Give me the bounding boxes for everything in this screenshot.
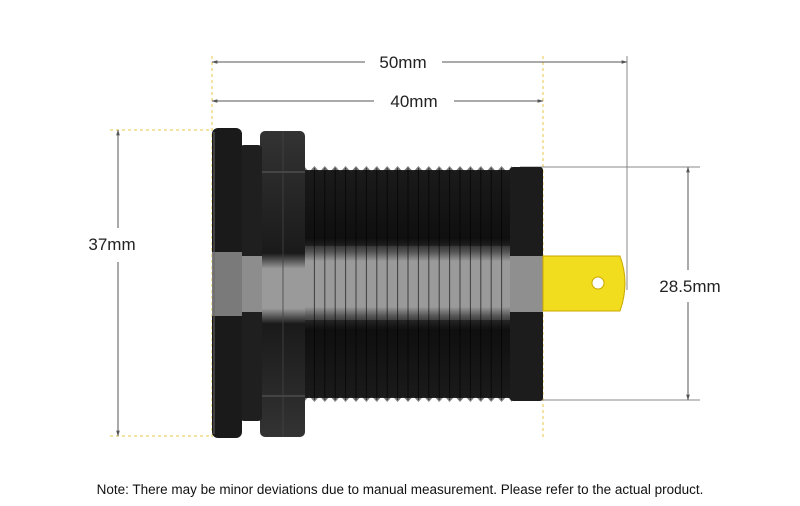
thread-ridge-bottom bbox=[480, 320, 492, 402]
thread-ridge-bottom bbox=[428, 320, 440, 402]
disclaimer-note: Note: There may be minor deviations due … bbox=[96, 482, 704, 497]
thread-ridge-bottom bbox=[314, 320, 325, 402]
thread-ridge-bottom bbox=[387, 320, 398, 402]
thread-ridge-bottom bbox=[376, 320, 388, 402]
thread-ridge-top bbox=[376, 166, 388, 246]
dimension-28-5mm: 28.5mm bbox=[659, 166, 721, 401]
terminal-hole bbox=[591, 276, 605, 290]
thread-ridge-bottom bbox=[335, 320, 346, 402]
thread-ridge-top bbox=[397, 166, 408, 246]
thread-ridge-bottom bbox=[356, 320, 367, 402]
barrel-end-highlight bbox=[510, 256, 543, 312]
thread-ridge-top bbox=[387, 166, 398, 246]
dimension-label-40mm: 40mm bbox=[390, 92, 437, 111]
thread-ridge-bottom bbox=[408, 320, 419, 402]
thread-ridge-top bbox=[460, 166, 471, 246]
flange bbox=[212, 128, 242, 438]
dimension-40mm: 40mm bbox=[211, 92, 544, 111]
thread-ridge-top bbox=[449, 166, 460, 246]
thread-ridge-bottom bbox=[460, 320, 471, 402]
thread-ridge-top bbox=[428, 166, 440, 246]
thread-ridge-top bbox=[356, 166, 367, 246]
thread-ridge-bottom bbox=[304, 320, 315, 402]
dimension-37mm: 37mm bbox=[88, 129, 136, 437]
thread-ridge-bottom bbox=[491, 320, 502, 402]
thread-ridge-top bbox=[304, 166, 315, 246]
thread-ridge-bottom bbox=[449, 320, 460, 402]
thread-ridge-bottom bbox=[324, 320, 336, 402]
thread-ridge-top bbox=[480, 166, 492, 246]
thread-ridges bbox=[303, 166, 512, 402]
thread-ridge-bottom bbox=[439, 320, 450, 402]
thread-ridge-top bbox=[418, 166, 429, 246]
thread-ridge-top bbox=[366, 166, 377, 246]
dimension-50mm: 50mm bbox=[211, 53, 628, 72]
thread-ridge-top bbox=[335, 166, 346, 246]
dimension-label-28-5mm: 28.5mm bbox=[659, 277, 720, 296]
thread-ridge-bottom bbox=[345, 320, 356, 402]
thread-ridge-bottom bbox=[418, 320, 429, 402]
terminal-tab bbox=[542, 255, 626, 312]
thread-ridge-top bbox=[491, 166, 502, 246]
thread-ridge-top bbox=[501, 166, 512, 246]
thread-ridge-top bbox=[324, 166, 336, 246]
thread-ridge-bottom bbox=[501, 320, 512, 402]
extension-lines bbox=[520, 56, 700, 401]
thread-ridge-top bbox=[345, 166, 356, 246]
dimension-label-37mm: 37mm bbox=[88, 235, 135, 254]
thread-ridge-bottom bbox=[366, 320, 377, 402]
thread-ridge-top bbox=[314, 166, 325, 246]
dimension-label-50mm: 50mm bbox=[379, 53, 426, 72]
thread-ridge-top bbox=[439, 166, 450, 246]
thread-ridge-bottom bbox=[397, 320, 408, 402]
socket-body bbox=[300, 166, 543, 402]
thread-ridge-top bbox=[470, 166, 481, 246]
thread-ridge-bottom bbox=[470, 320, 481, 402]
thread-ridge-top bbox=[408, 166, 419, 246]
hex-nut bbox=[260, 131, 305, 437]
